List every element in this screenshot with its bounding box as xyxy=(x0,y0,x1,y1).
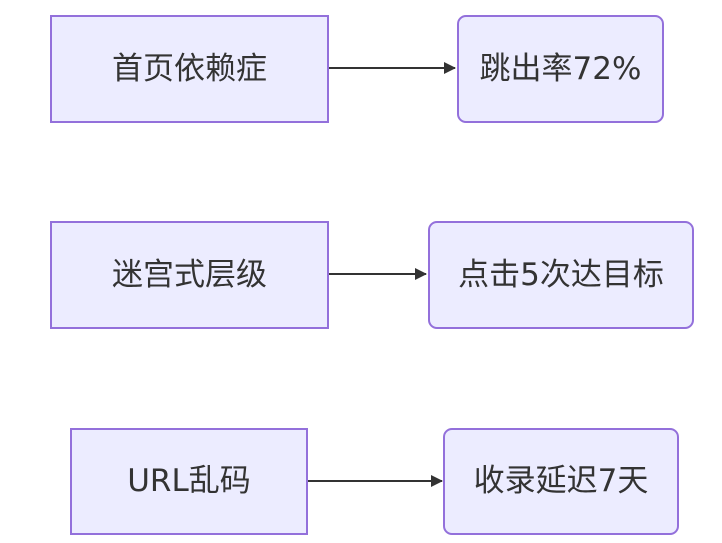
node-maze-hierarchy-label: 迷宫式层级 xyxy=(112,256,267,293)
node-homepage-dependency-label: 首页依赖症 xyxy=(112,50,267,87)
node-bounce-rate: 跳出率72% xyxy=(457,15,664,123)
node-five-clicks-label: 点击5次达目标 xyxy=(458,256,664,293)
node-maze-hierarchy: 迷宫式层级 xyxy=(50,221,329,329)
node-url-garbled-label: URL乱码 xyxy=(127,463,251,499)
node-five-clicks: 点击5次达目标 xyxy=(428,221,694,329)
node-homepage-dependency: 首页依赖症 xyxy=(50,15,329,123)
node-indexing-delay: 收录延迟7天 xyxy=(443,428,679,535)
node-url-garbled: URL乱码 xyxy=(70,428,308,535)
node-bounce-rate-label: 跳出率72% xyxy=(479,50,642,87)
node-indexing-delay-label: 收录延迟7天 xyxy=(473,463,649,499)
